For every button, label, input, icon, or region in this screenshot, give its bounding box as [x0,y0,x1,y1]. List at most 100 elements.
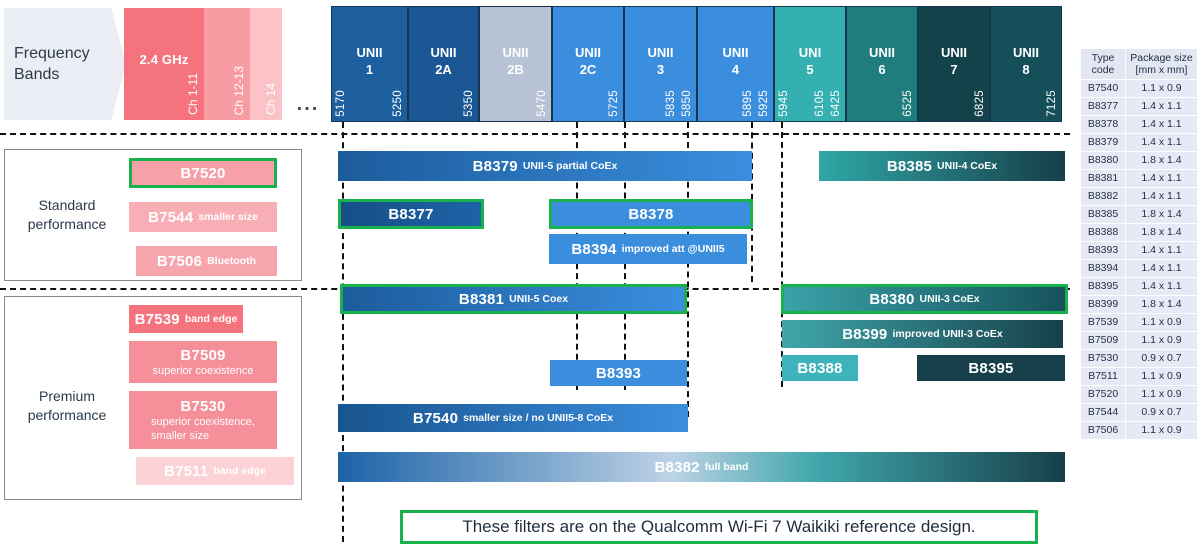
table-cell-type-code: B7530 [1080,349,1126,368]
band-edge-mid-label: 5835 [665,90,677,117]
part-sub-label: superior coexistence [152,364,254,377]
caption-text: These filters are on the Qualcomm Wi-Fi … [462,517,976,536]
band-number-label: 2C [579,62,597,77]
filter-bar-b8399[interactable]: B8399 improved UNII-3 CoEx [782,320,1063,348]
band-24ghz-ch12-13-label: Ch 12-13 [232,65,246,115]
filter-sub-label: UNII-3 CoEx [919,293,980,305]
band-edge-high-label: 6825 [974,90,986,117]
table-cell-type-code: B8393 [1080,241,1126,260]
part-sub-label: superior coexistence,smaller size [151,415,255,442]
band-edge-high-label: 6525 [902,90,914,117]
part-pill-b7544[interactable]: B7544 smaller size [129,202,277,232]
table-cell-type-code: B7544 [1080,403,1126,422]
band-24ghz-ch1-11: 2.4 GHz Ch 1-11 [124,8,204,120]
band-name-label: UNII [1013,45,1039,60]
filter-bar-b8378[interactable]: B8378 [549,199,753,229]
band-24ghz-ch14-label: Ch 14 [264,82,278,115]
band-name-label: UNII [647,45,674,60]
filter-bar-b8377[interactable]: B8377 [338,199,484,229]
table-cell-package-size: 1.4 x 1.1 [1125,187,1198,206]
band-name-label: UNII [430,45,457,60]
table-cell-package-size: 1.1 x 0.9 [1125,79,1198,98]
table-cell-type-code: B8382 [1080,187,1126,206]
filter-code-label: B8378 [628,205,674,223]
part-sub-label: band edge [184,313,238,325]
filter-code-label: B8381 [458,290,505,308]
band-number-label: 6 [878,62,886,77]
filter-sub-label: UNII-5 Coex [509,293,569,305]
filter-code-label: B8388 [797,359,843,377]
band-edge-mid-label: 5895 [742,90,754,117]
filter-code-label: B8395 [968,359,1014,377]
table-cell-type-code: B7506 [1080,421,1126,440]
table-header-package-size: Package size[mm x mm] [1125,48,1198,80]
band-number-label: 2B [507,62,524,77]
table-cell-package-size: 0.9 x 0.7 [1125,349,1198,368]
part-code-label: B7544 [148,208,194,226]
table-cell-package-size: 1.4 x 1.1 [1125,115,1198,134]
filter-sub-label: UNII-4 CoEx [937,160,998,172]
filter-code-label: B8379 [472,157,518,175]
part-code-label: B7506 [156,252,203,270]
part-pill-b7520[interactable]: B7520 [129,158,277,188]
band-gap-ellipsis: ... [296,93,320,115]
band-number-label: 2A [435,62,452,77]
table-cell-package-size: 1.8 x 1.4 [1125,295,1198,314]
band-name-label: UNII [869,45,895,60]
reference-design-caption: These filters are on the Qualcomm Wi-Fi … [400,510,1038,544]
filter-sub-label: improved UNII-3 CoEx [892,328,1003,340]
band-number-label: 1 [365,62,374,77]
filter-code-label: B8399 [842,325,888,343]
band-24ghz-title: 2.4 GHz [139,52,189,67]
guide-line-5895 [687,122,689,417]
band-edge-high-label: 5250 [392,90,404,117]
table-cell-package-size: 1.1 x 0.9 [1125,367,1198,386]
table-cell-package-size: 1.1 x 0.9 [1125,331,1198,350]
part-code-label: B7520 [180,164,226,182]
filter-bar-b8395[interactable]: B8395 [917,355,1065,381]
band-number-label: 8 [1022,62,1030,77]
filter-bar-b8388[interactable]: B8388 [782,355,858,381]
guide-line-5945 [781,122,783,387]
table-cell-type-code: B8394 [1080,259,1126,278]
filter-sub-label: full band [704,461,749,473]
part-sub-label: smaller size [198,211,258,223]
filter-bar-b8393[interactable]: B8393 [550,360,687,386]
band-edge-high-label: 5725 [608,90,620,117]
band-number-label: 4 [731,62,740,77]
part-sub-label: band edge [213,465,266,477]
filter-bar-b8381[interactable]: B8381 UNII-5 Coex [340,284,687,314]
table-cell-type-code: B8380 [1080,151,1126,170]
